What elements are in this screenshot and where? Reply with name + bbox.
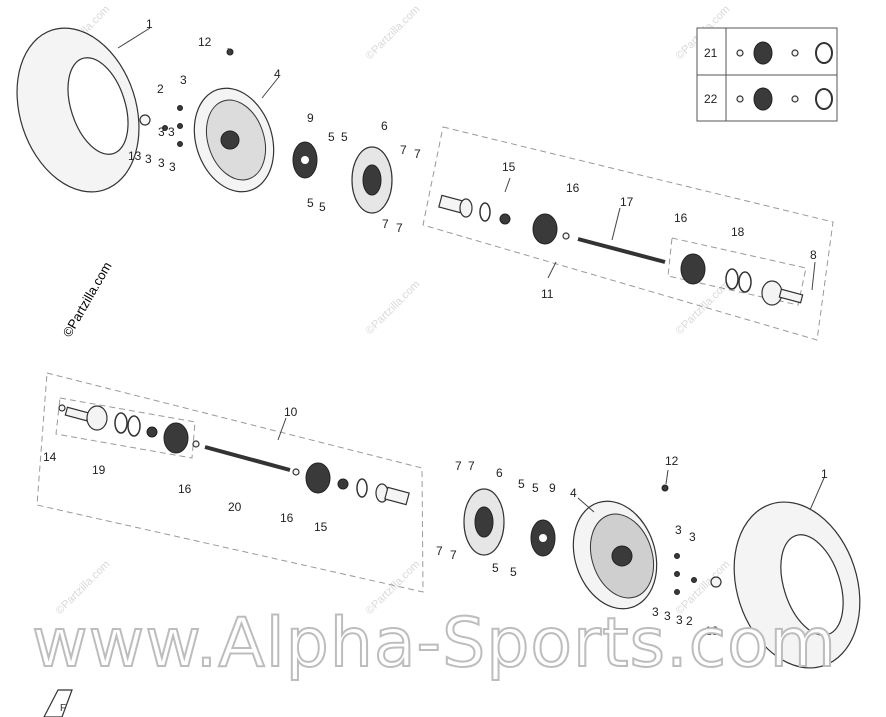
callout-upper-6: 6 [381, 119, 388, 133]
hub-upper [292, 141, 318, 179]
callout-upper-3e: 3 [158, 125, 165, 139]
inset-box: 21 22 [696, 27, 838, 122]
callout-lower-6: 6 [496, 466, 503, 480]
callout-lower-9: 9 [549, 481, 556, 495]
callout-upper-3c: 3 [158, 156, 165, 170]
callout-lower-4: 4 [570, 486, 577, 500]
callout-upper-1: 1 [146, 17, 153, 31]
callout-lower-16a: 16 [178, 482, 192, 496]
faint-watermark: ©Partzilla.com [364, 278, 423, 337]
cv-boot-inner-lower [305, 462, 331, 494]
callout-upper-3b: 3 [145, 152, 152, 166]
callout-lower-7b: 7 [468, 459, 475, 473]
lug-nut [710, 576, 722, 588]
axle-shaft-upper [577, 237, 666, 264]
hub-lower [530, 519, 556, 557]
callout-upper-3d: 3 [169, 160, 176, 174]
valve-stem [661, 484, 669, 492]
callout-lower-2: 2 [686, 614, 693, 628]
brake-disc-upper [351, 146, 393, 214]
callout-upper-8: 8 [810, 248, 817, 262]
callout-upper-3f: 3 [168, 125, 175, 139]
callout-lower-5c: 5 [492, 561, 499, 575]
wheel-rim-upper [193, 87, 275, 193]
callout-lower-3c: 3 [652, 605, 659, 619]
callout-lower-5b: 5 [532, 481, 539, 495]
corner-logo-fragment: F [43, 689, 73, 717]
callout-lower-1: 1 [821, 467, 828, 481]
side-watermark: ©Partzilla.com [60, 259, 115, 339]
callout-upper-7b: 7 [414, 147, 421, 161]
callout-lower-16b: 16 [280, 511, 294, 525]
callout-lower-19: 19 [92, 463, 106, 477]
callout-lower-15: 15 [314, 520, 328, 534]
cv-joint-inner-lower [375, 483, 410, 506]
tire-upper [16, 27, 140, 193]
cv-joint-outer-upper [761, 280, 804, 306]
callout-upper-9: 9 [307, 111, 314, 125]
callout-upper-13: 13 [128, 149, 142, 163]
callout-lower-3e: 3 [676, 613, 683, 627]
cv-boot-upper [532, 213, 558, 245]
brake-disc-lower [463, 488, 505, 556]
callout-lower-7c: 7 [436, 544, 443, 558]
callout-upper-17: 17 [620, 195, 634, 209]
boot-frame-lower [55, 397, 196, 459]
boot-frame-upper [667, 237, 807, 306]
callout-lower-3b: 3 [689, 530, 696, 544]
axle-shaft-lower [204, 445, 291, 472]
upper-assembly: 1 2 3 3 3 3 13 3 3 12 4 9 5 5 5 5 6 7 7 … [16, 17, 834, 341]
callout-lower-14: 14 [43, 450, 57, 464]
callout-lower-3d: 3 [664, 609, 671, 623]
callout-lower-5a: 5 [518, 477, 525, 491]
callout-upper-7c: 7 [382, 217, 389, 231]
callout-lower-20: 20 [228, 500, 242, 514]
callout-upper-5c: 5 [307, 196, 314, 210]
circlip [479, 202, 491, 222]
callout-lower-7d: 7 [450, 548, 457, 562]
callout-lower-10: 10 [284, 405, 298, 419]
cv-joint-inner-upper [438, 194, 473, 218]
lug-nut [139, 114, 151, 126]
cv-boot-lower [163, 422, 189, 454]
callout-upper-3: 3 [180, 73, 187, 87]
callout-upper-7a: 7 [400, 143, 407, 157]
axle-frame-lower [36, 372, 424, 593]
wheel-rim-lower [572, 500, 658, 610]
callout-upper-5b: 5 [341, 130, 348, 144]
tire-lower [733, 501, 861, 669]
lower-assembly: 10 14 19 16 20 16 15 7 7 6 5 5 9 4 12 1 … [36, 372, 861, 669]
callout-lower-12: 12 [665, 454, 679, 468]
axle-frame-upper [422, 126, 834, 341]
callout-lower-3a: 3 [675, 523, 682, 537]
callout-upper-15: 15 [502, 160, 516, 174]
callout-upper-7d: 7 [396, 221, 403, 235]
faint-watermark: ©Partzilla.com [364, 3, 423, 62]
faint-watermark: ©Partzilla.com [674, 278, 733, 337]
callout-lower-13: 13 [705, 624, 719, 638]
callout-lower-5d: 5 [510, 565, 517, 579]
callout-upper-12: 12 [198, 35, 212, 49]
callout-21: 21 [704, 46, 718, 60]
boot-kit-22 [736, 87, 833, 111]
cv-boot-outer-upper [680, 253, 706, 285]
callout-upper-5d: 5 [319, 200, 326, 214]
callout-upper-11: 11 [541, 287, 554, 301]
callout-upper-18: 18 [731, 225, 745, 239]
cv-joint-outer-lower [64, 405, 108, 431]
site-watermark: www.Alpha-Sports.com [32, 604, 837, 683]
boot-kit-21 [736, 41, 833, 65]
callout-upper-16b: 16 [674, 211, 688, 225]
bearing [499, 213, 511, 225]
callout-22: 22 [704, 92, 718, 106]
callout-upper-4: 4 [274, 67, 281, 81]
callout-upper-16a: 16 [566, 181, 580, 195]
callout-lower-7a: 7 [455, 459, 462, 473]
callout-upper-5a: 5 [328, 130, 335, 144]
svg-text:F: F [60, 703, 66, 714]
callout-upper-2: 2 [157, 82, 164, 96]
